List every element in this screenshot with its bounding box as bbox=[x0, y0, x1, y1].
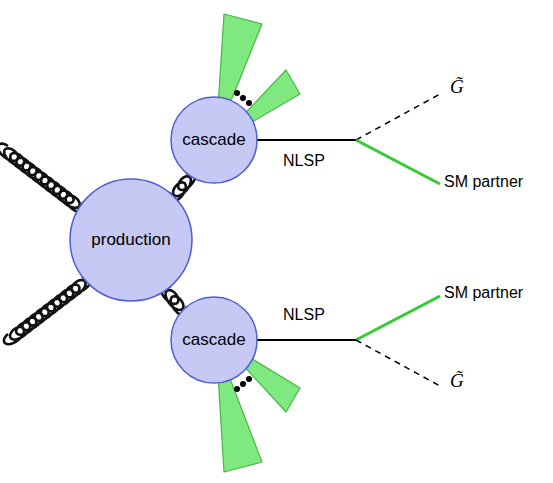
incoming-gluon bbox=[4, 275, 92, 344]
ellipsis-dot bbox=[234, 90, 240, 96]
ellipsis-dot bbox=[240, 381, 246, 387]
node-label: cascade bbox=[182, 330, 245, 350]
node-label: cascade bbox=[182, 130, 245, 150]
ellipsis-dot bbox=[240, 95, 246, 101]
particle-label: SM partner bbox=[444, 173, 523, 191]
gravitino-line bbox=[356, 94, 440, 140]
particle-label: SM partner bbox=[444, 284, 523, 302]
ellipsis-dot bbox=[234, 386, 240, 392]
particle-label: NLSP bbox=[283, 306, 325, 324]
circle-shape bbox=[171, 97, 257, 183]
sm-partner-line bbox=[356, 140, 440, 184]
cascade-circle: cascade bbox=[170, 296, 258, 384]
production-circle: production bbox=[69, 178, 193, 302]
circle-shape bbox=[70, 179, 192, 301]
particle-symbol: G̃ bbox=[450, 76, 464, 98]
incoming-gluon bbox=[0, 144, 86, 213]
cascade-circle: cascade bbox=[170, 96, 258, 184]
circle-shape bbox=[171, 297, 257, 383]
nlsp-line bbox=[256, 139, 356, 141]
ellipsis-dot bbox=[246, 376, 252, 382]
gravitino-line bbox=[356, 340, 440, 386]
sm-partner-line bbox=[356, 296, 440, 340]
ellipsis-dot bbox=[246, 100, 252, 106]
node-label: production bbox=[91, 230, 170, 250]
nlsp-line bbox=[256, 339, 356, 341]
particle-symbol: G̃ bbox=[450, 370, 464, 392]
particle-label: NLSP bbox=[283, 152, 325, 170]
